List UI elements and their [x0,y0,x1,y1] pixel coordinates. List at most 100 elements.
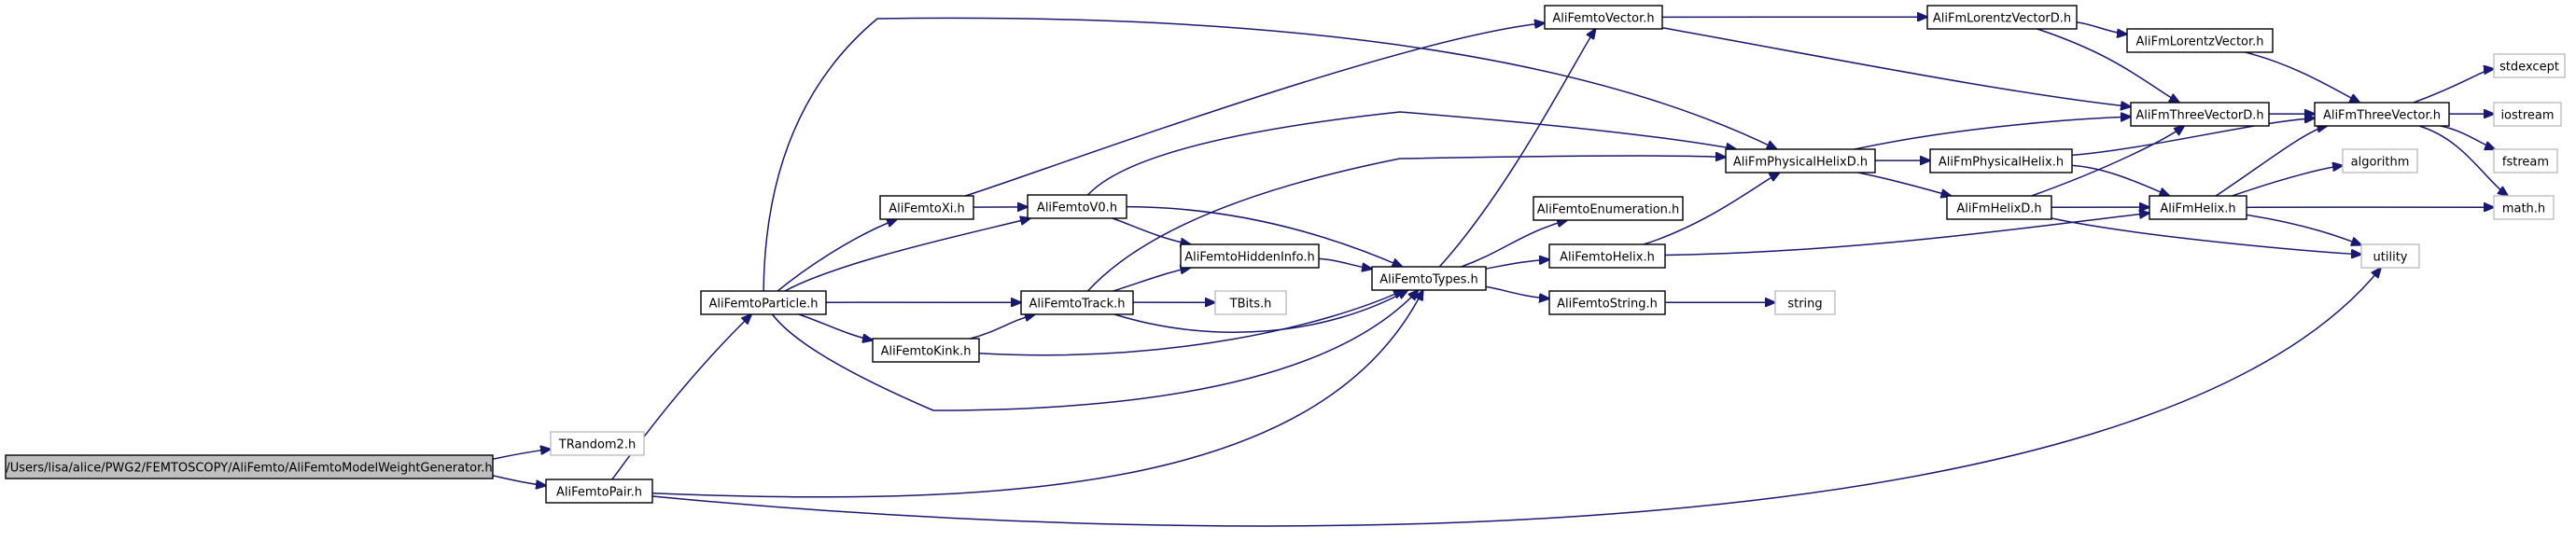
node-label: AliFemtoXi.h [889,202,965,216]
node-algorithm: algorithm [2342,148,2418,173]
node-box [550,431,645,456]
node-box [1214,290,1287,315]
edge-pair-to-types [651,290,1423,498]
node-kink[interactable]: AliFemtoKink.h [872,338,980,363]
node-pair[interactable]: AliFemtoPair.h [545,479,653,504]
node-label: AliFmLorentzVectorD.h [1933,12,2071,26]
edge-arrow [1643,173,1780,245]
edge-arrow [978,290,1404,356]
edge-arrow [1113,290,1407,333]
nodes-layer: /Users/lisa/alice/PWG2/FEMTOSCOPY/AliFem… [5,5,2566,504]
edge-arrow [2071,164,2169,196]
edge-fhelix-to-helix [1664,213,2149,257]
edge-types-to-vector [1438,29,1595,268]
edge-track-to-physhelixd [1086,156,1726,292]
edge-three-to-fstream [2440,125,2495,149]
edge-kink-to-types [978,290,1404,356]
edge-arrow [1854,117,2131,150]
edge-types-to-fhelix [1485,259,1549,270]
edge-arrow [2215,126,2327,197]
edge-three-to-stdexcept [2413,69,2494,104]
node-vector[interactable]: AliFemtoVector.h [1544,5,1663,30]
node-hidden[interactable]: AliFemtoHiddenInfo.h [1180,243,1320,269]
node-lorentzd[interactable]: AliFmLorentzVectorD.h [1926,5,2078,30]
node-fstring[interactable]: AliFemtoString.h [1548,290,1666,315]
node-tbits: TBits.h [1214,290,1287,315]
node-xi[interactable]: AliFemtoXi.h [879,195,974,220]
node-string: string [1774,290,1836,315]
edge-v0-to-physhelixd [1086,111,1737,196]
edge-xi-to-vector [964,23,1545,197]
edge-physhelixd-to-helixd [1857,172,1952,196]
edge-arrow [492,449,551,460]
edge-lorentzd-to-three_d [2037,28,2179,103]
edge-model-to-pair [492,475,546,486]
node-label: iostream [2500,109,2554,123]
edge-arrow [771,290,1418,411]
node-label: AliFmPhysicalHelixD.h [1733,156,1868,170]
node-label: AliFmPhysicalHelix.h [1939,156,2064,170]
edge-arrow [651,290,1423,498]
edge-arrow [2076,21,2127,35]
node-box [879,195,974,220]
node-label: AliFemtoV0.h [1037,201,1117,215]
node-box [2360,243,2420,269]
node-model[interactable]: /Users/lisa/alice/PWG2/FEMTOSCOPY/AliFem… [5,454,494,479]
node-three[interactable]: AliFmThreeVector.h [2314,102,2450,127]
node-math: math.h [2493,195,2555,220]
node-utility: utility [2360,243,2420,269]
node-box [2493,195,2555,220]
edge-three-to-math [2418,125,2508,196]
node-box [1533,196,1684,221]
edge-arrow [1113,268,1191,292]
node-box [1548,243,1666,269]
node-fhelix[interactable]: AliFemtoHelix.h [1548,243,1666,269]
node-physhelix[interactable]: AliFmPhysicalHelix.h [1929,148,2073,173]
edge-kink-to-track [970,314,1035,340]
edge-arrow [2246,214,2361,244]
node-particle[interactable]: AliFemtoParticle.h [700,290,827,315]
edge-arrow [1857,172,1952,196]
edge-pair-to-utility [651,268,2381,527]
edge-track-to-types [1113,290,1407,333]
edge-helix-to-three [2215,126,2327,197]
edge-physhelix-to-helix [2071,164,2169,196]
node-three_d[interactable]: AliFmThreeVectorD.h [2130,102,2270,127]
edge-particle-to-v0 [784,218,1030,292]
edge-helix-to-utility [2246,214,2361,244]
node-lorentz[interactable]: AliFmLorentzVector.h [2126,28,2274,53]
node-label: stdexcept [2499,61,2559,75]
edge-arrow [2245,51,2360,103]
node-helix[interactable]: AliFmHelix.h [2149,195,2247,220]
node-label: utility [2373,251,2408,265]
node-label: AliFemtoPair.h [556,486,642,500]
node-box [2314,102,2450,127]
node-box [1929,148,2073,173]
node-physhelixd[interactable]: AliFmPhysicalHelixD.h [1725,148,1876,173]
node-label: AliFmThreeVectorD.h [2135,109,2263,123]
node-label: AliFemtoTrack.h [1029,298,1126,312]
edge-arrow [2071,118,2315,157]
edge-types-to-enumer [1461,220,1567,268]
node-label: AliFmHelix.h [2160,202,2235,216]
node-box [2342,148,2418,173]
node-helixd[interactable]: AliFmHelixD.h [1946,195,2052,220]
edge-hidden-to-types [1318,257,1372,269]
edge-arrow [784,218,1030,292]
node-box [2130,102,2270,127]
edge-particle-to-types [771,290,1418,411]
edge-arrow [492,475,546,486]
node-label: fstream [2502,156,2549,170]
edge-arrow [2031,126,2184,197]
node-box [1926,5,2078,30]
node-track[interactable]: AliFemtoTrack.h [1020,290,1134,315]
node-label: AliFmLorentzVector.h [2135,35,2263,49]
node-types[interactable]: AliFemtoTypes.h [1371,266,1487,291]
edge-lorentz-to-three [2245,51,2360,103]
edge-arrow [970,314,1035,340]
node-box [1544,5,1663,30]
node-box [545,479,653,504]
node-enumer[interactable]: AliFemtoEnumeration.h [1533,196,1684,221]
node-v0[interactable]: AliFemtoV0.h [1027,194,1127,219]
